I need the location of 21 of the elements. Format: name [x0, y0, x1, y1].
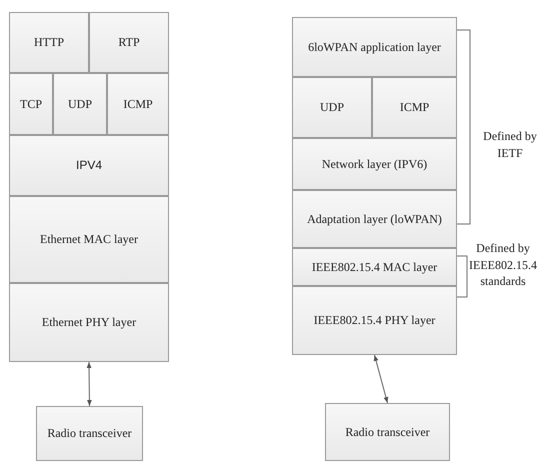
layer-box: HTTP — [9, 12, 89, 73]
layer-box: UDP — [53, 73, 107, 135]
layer-box: TCP — [9, 73, 53, 135]
layer-box: UDP — [292, 77, 372, 138]
layer-box: IEEE802.15.4 MAC layer — [292, 248, 457, 286]
layer-box: Adaptation layer (loWPAN) — [292, 190, 457, 248]
annotation-text: Defined by IETF — [482, 128, 538, 161]
layer-box: Radio transceiver — [36, 406, 143, 461]
arrow — [374, 354, 388, 404]
layer-box: IEEE802.15.4 PHY layer — [292, 286, 457, 355]
layer-box: Network layer (IPV6) — [292, 138, 457, 190]
arrow — [86, 362, 92, 406]
layer-box: Radio transceiver — [325, 403, 450, 461]
annotation-text: Defined by IEEE802.15.4 standards — [468, 240, 538, 290]
layer-box: Ethernet PHY layer — [9, 283, 169, 362]
layer-box: Ethernet MAC layer — [9, 196, 169, 283]
layer-box: ICMP — [107, 73, 169, 135]
layer-box: RTP — [89, 12, 169, 73]
layer-box: 6loWPAN application layer — [292, 17, 457, 77]
layer-box: ICMP — [372, 77, 457, 138]
layer-box: IPV4 — [9, 135, 169, 196]
